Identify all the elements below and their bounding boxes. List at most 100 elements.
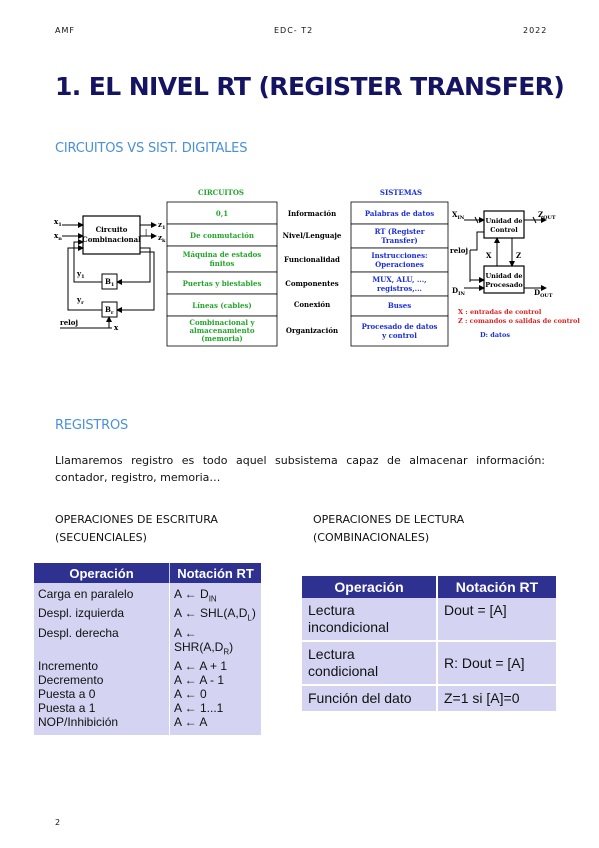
sequential-circuit-diagram: Circuito Combinacional x1 xn z1 zk | B1 … (54, 215, 166, 332)
output-z1-label: z1 (158, 220, 165, 231)
sistema-row-nivel-1: RT (Register (375, 227, 425, 236)
write-op-name: NOP/Inhibición (34, 715, 170, 736)
write-op-notation: A ← SHR(A,DR) (169, 625, 261, 660)
clock-label-right: reloj (450, 246, 468, 255)
dout-label: DOUT (534, 288, 553, 299)
input-xn-label: xn (54, 231, 62, 242)
sistema-row-funcionalidad-1: Instrucciones: (371, 251, 427, 260)
circuitos-heading: CIRCUITOS (198, 188, 244, 197)
write-op-name: Incremento (34, 659, 170, 674)
sistema-row-conexion: Buses (388, 301, 411, 310)
read-ops-title: OPERACIONES DE LECTURA (COMBINACIONALES) (313, 511, 464, 547)
table-row: Puesta a 0 A ← 0 (34, 687, 261, 702)
table-row: Función del dato Z=1 si [A]=0 (302, 685, 556, 713)
circuitos-column: 0,1 De conmutación Máquina de estados fi… (166, 201, 278, 347)
registros-paragraph: Llamaremos registro es todo aquel subsis… (55, 454, 545, 484)
sistemas-heading: SISTEMAS (380, 188, 422, 197)
z-signal-label: Z (516, 251, 521, 260)
sistema-row-nivel-2: Transfer) (381, 236, 417, 245)
x-signal-label: X (486, 251, 492, 260)
circuito-row-informacion: 0,1 (216, 209, 228, 218)
row-label-conexion: Conexión (294, 300, 330, 309)
read-op-notation: Z=1 si [A]=0 (437, 685, 556, 713)
table-row: Puesta a 1 A ← 1...1 (34, 701, 261, 716)
read-op-name: Función del dato (302, 685, 438, 713)
legend-z: Z : comandos o salidas de control (458, 317, 580, 325)
state-yr-label: yr (76, 295, 84, 306)
write-ops-title: OPERACIONES DE ESCRITURA (SECUENCIALES) (55, 511, 218, 547)
circuito-row-funcionalidad-1: Máquina de estados (183, 250, 262, 259)
read-ops-header-operacion: Operación (302, 576, 438, 598)
read-op-notation: R: Dout = [A] (437, 641, 556, 686)
sistemas-column: Palabras de datos RT (Register Transfer)… (350, 201, 449, 347)
header-year: 2022 (523, 26, 548, 35)
read-ops-title-line1: OPERACIONES DE LECTURA (313, 513, 465, 526)
combinational-box-label-1: Circuito (96, 225, 128, 234)
sistema-row-componentes-2: registros,... (377, 284, 422, 293)
write-ops-header-operacion: Operación (34, 563, 170, 583)
write-op-notation: A ← A (169, 715, 261, 736)
flipflop-b1-label: B1 (105, 277, 114, 288)
row-label-nivel: Nivel/Lenguaje (283, 231, 342, 240)
section-heading-circuitos: CIRCUITOS VS SIST. DIGITALES (55, 141, 248, 156)
write-op-notation: A ← A + 1 (169, 659, 261, 674)
circuito-row-conexion: Líneas (cables) (192, 301, 251, 310)
sistema-row-informacion: Palabras de datos (365, 209, 434, 218)
output-zk-label: zk (158, 233, 166, 244)
input-x1-label: x1 (54, 217, 62, 228)
x-label-left: x (114, 323, 119, 332)
write-op-name: Despl. derecha (34, 625, 170, 660)
read-ops-header-notacion: Notación RT (437, 576, 556, 598)
sistema-row-componentes-1: MUX, ALU, ..., (372, 275, 426, 284)
processing-unit-label-1: Unidad de (485, 272, 522, 280)
processing-unit-label-2: Procesado (485, 281, 523, 289)
table-row: Incremento A ← A + 1 (34, 659, 261, 674)
row-label-informacion: Información (288, 209, 336, 218)
combinational-box-label-2: Combinacional (82, 235, 141, 244)
state-y1-label: y1 (76, 269, 85, 280)
row-label-funcionalidad: Funcionalidad (284, 255, 340, 264)
zout-label: ZOUT (538, 210, 556, 221)
header-author: AMF (55, 26, 75, 35)
sistema-row-funcionalidad-2: Operaciones (375, 260, 424, 269)
table-row: Despl. izquierda A ← SHL(A,DL) (34, 606, 261, 626)
write-ops-table: Operación Notación RT Carga en paralelo … (34, 563, 261, 736)
write-op-name: Puesta a 1 (34, 701, 170, 716)
table-row: NOP/Inhibición A ← A (34, 715, 261, 736)
digital-system-diagram: Unidad de Control Unidad de Procesado XI… (450, 210, 580, 339)
control-unit-box (483, 210, 525, 239)
write-op-notation: A ← 1...1 (169, 701, 261, 716)
page-title: 1. EL NIVEL RT (REGISTER TRANSFER) (55, 72, 565, 101)
circuito-row-funcionalidad-2: finitos (210, 259, 235, 268)
table-row: Despl. derecha A ← SHR(A,DR) (34, 625, 261, 660)
sistema-row-organizacion-1: Procesado de datos (362, 322, 438, 331)
section-heading-registros: REGISTROS (55, 418, 129, 433)
write-op-name: Decremento (34, 673, 170, 688)
row-label-componentes: Componentes (285, 279, 339, 288)
sistema-row-organizacion-2: y control (381, 331, 417, 340)
read-ops-title-line2: (COMBINACIONALES) (313, 531, 430, 544)
header-course: EDC- T2 (274, 26, 314, 35)
flipflop-br-label: Br (105, 305, 114, 316)
control-unit-label-2: Control (490, 226, 518, 234)
svg-text:|: | (145, 229, 147, 236)
circuito-row-componentes: Puertas y biestables (183, 279, 262, 288)
table-row: Decremento A ← A - 1 (34, 673, 261, 688)
row-label-organizacion: Organización (286, 326, 338, 335)
write-op-name: Puesta a 0 (34, 687, 170, 702)
write-op-name: Despl. izquierda (34, 606, 170, 626)
write-op-name: Carga en paralelo (34, 583, 170, 607)
page-number: 2 (55, 818, 61, 827)
circuito-row-organizacion-2: almacenamiento (190, 326, 255, 335)
control-unit-label-1: Unidad de (485, 217, 522, 225)
clock-label-left: reloj (60, 318, 78, 327)
write-op-notation: A ← DIN (169, 583, 261, 607)
circuits-vs-systems-diagram: Circuito Combinacional x1 xn z1 zk | B1 … (54, 188, 580, 347)
circuito-row-organizacion-3: (memoria) (201, 334, 242, 343)
circuito-row-nivel: De conmutación (190, 231, 254, 240)
